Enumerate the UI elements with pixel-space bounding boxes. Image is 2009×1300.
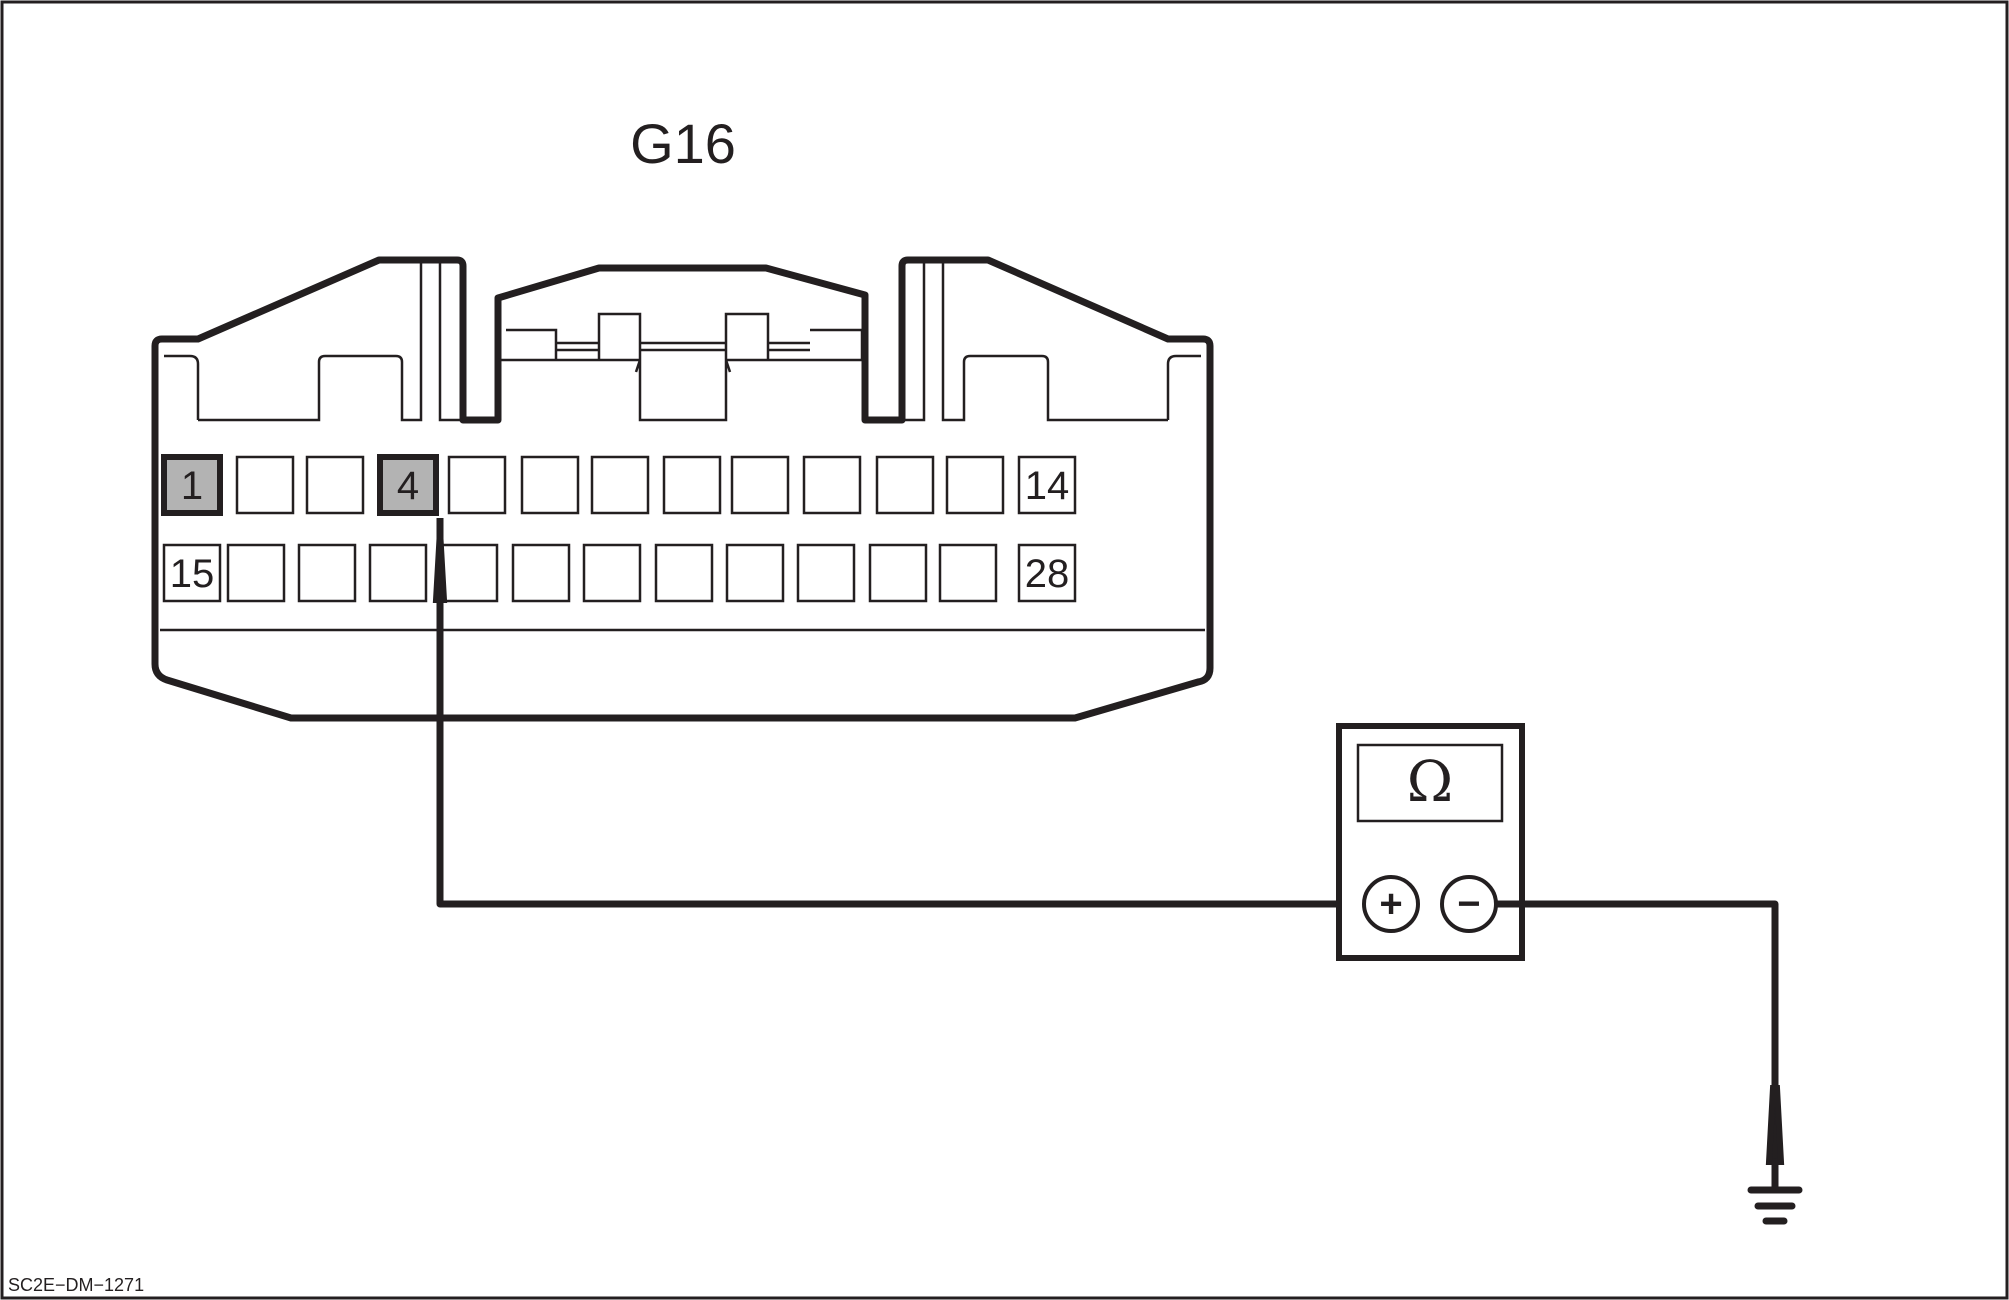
top-row-pin-cavity-13 bbox=[1017, 455, 1077, 515]
top-row-pin-cavity-8 bbox=[662, 455, 722, 515]
wire-negative bbox=[1496, 900, 1779, 1180]
top-row-pin-cavity-7 bbox=[590, 455, 650, 515]
positive-terminal bbox=[1362, 875, 1420, 933]
ohmmeter: Ω + − bbox=[1336, 723, 1525, 961]
connector-g16 bbox=[151, 256, 1214, 722]
bottom-row-pin-cavity-2 bbox=[226, 543, 286, 603]
bottom-row-pin-cavity-6 bbox=[511, 543, 571, 603]
bottom-row-pin-cavity-12 bbox=[938, 543, 998, 603]
probe-tip-pin-4 bbox=[432, 529, 448, 603]
top-row-pin-cavity-2 bbox=[235, 455, 295, 515]
ohmmeter-display bbox=[1356, 743, 1504, 823]
top-row-pin-cavity-5 bbox=[447, 455, 507, 515]
connector-latch bbox=[498, 312, 865, 422]
top-row-pin-cavity-9 bbox=[730, 455, 790, 515]
top-row-pin-cavity-4 bbox=[377, 454, 439, 516]
connector-title: G16 bbox=[630, 112, 736, 175]
bottom-row-pin-cavity-4 bbox=[368, 543, 428, 603]
top-row-pin-cavity-12 bbox=[945, 455, 1005, 515]
pin-label-15: 15 bbox=[170, 552, 215, 596]
bottom-row-pin-cavity-8 bbox=[654, 543, 714, 603]
pin-label-1: 1 bbox=[181, 464, 203, 508]
connector-inner-outline bbox=[160, 262, 1205, 632]
bottom-row-pin-cavity-13 bbox=[1017, 543, 1077, 603]
negative-terminal-label: − bbox=[1457, 882, 1480, 926]
positive-terminal-label: + bbox=[1379, 882, 1402, 926]
figure-code: SC2E−DM−1271 bbox=[8, 1275, 144, 1295]
top-row-pin-cavity-6 bbox=[520, 455, 580, 515]
top-row-pin-cavity-3 bbox=[305, 455, 365, 515]
ground-icon bbox=[1747, 1158, 1803, 1225]
top-row-pin-cavity-10 bbox=[802, 455, 862, 515]
probe-tip-ground bbox=[1765, 1085, 1785, 1165]
top-row-pin-cavity-1 bbox=[161, 454, 223, 516]
connector-housing bbox=[151, 256, 1214, 722]
bottom-row-pin-cavity-1 bbox=[162, 543, 222, 603]
bottom-row-pin-cavity-5 bbox=[439, 543, 499, 603]
top-row-pin-cavity-11 bbox=[875, 455, 935, 515]
pin-label-14: 14 bbox=[1025, 464, 1070, 508]
wire-positive bbox=[436, 518, 1363, 908]
bottom-row-pin-cavity-11 bbox=[868, 543, 928, 603]
bottom-row-pin-cavity-3 bbox=[297, 543, 357, 603]
bottom-row-pin-cavity-9 bbox=[725, 543, 785, 603]
pin-label-28: 28 bbox=[1025, 552, 1070, 596]
test-wire-positive bbox=[432, 518, 1363, 908]
test-wire-negative bbox=[1496, 900, 1803, 1225]
bottom-row-pin-cavity-7 bbox=[582, 543, 642, 603]
bottom-row-pin-cavity-10 bbox=[796, 543, 856, 603]
pin-label-4: 4 bbox=[397, 464, 419, 508]
ohm-symbol: Ω bbox=[1407, 750, 1453, 815]
